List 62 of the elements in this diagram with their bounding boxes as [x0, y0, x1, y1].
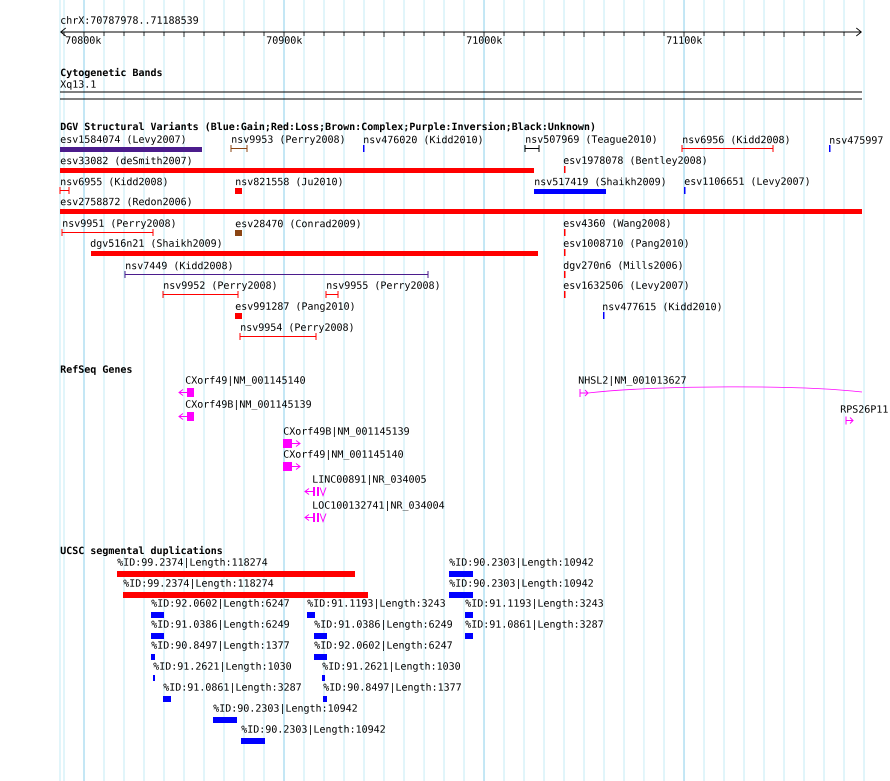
feature-label: nsv9951 (Perry2008) [63, 219, 174, 229]
feature-label: esv4360 (Wang2008) [564, 219, 670, 229]
feature-label: CXorf49B|NM_001145139 [284, 427, 409, 437]
feature-label: RPS26P11 [840, 405, 888, 413]
feature-label: %ID:92.0602|Length:6247 [314, 641, 452, 651]
feature-label: %ID:91.0861|Length:3287 [163, 683, 301, 693]
feature-label: esv1632506 (Levy2007) [564, 281, 688, 291]
feature-label: esv1584074 (Levy2007) [60, 135, 185, 145]
track-heading: Cytogenetic Bands [60, 68, 162, 78]
tick-label: 71000k [466, 36, 502, 44]
band-label: Xq13.1 [60, 80, 96, 90]
feature-label: nsv507969 (Teague2010) [526, 135, 656, 145]
feature-label: dgv270n6 (Mills2006) [564, 261, 682, 271]
track-heading: DGV Structural Variants (Blue:Gain;Red:Loss;Brown:Complex;Purple:Inversion;Black:Unknown) [60, 122, 594, 132]
feature-label: %ID:90.2303|Length:10942 [213, 704, 357, 714]
feature-label: nsv6956 (Kidd2008) [683, 136, 788, 144]
feature-label: nsv475997 [830, 136, 883, 144]
feature-label: nsv9954 (Perry2008) [241, 323, 352, 333]
feature-label: esv1106651 (Levy2007) [684, 177, 809, 187]
feature-label: CXorf49|NM_001145140 [186, 376, 305, 386]
feature-label: nsv9952 (Perry2008) [164, 281, 276, 291]
feature-label: %ID:90.8497|Length:1377 [323, 683, 461, 693]
feature-label: nsv7449 (Kidd2008) [126, 262, 232, 270]
track-heading: RefSeq Genes [60, 365, 132, 375]
chromosome-position: chrX:70787978..71188539 [61, 16, 198, 24]
feature-label: %ID:99.2374|Length:118274 [117, 558, 268, 568]
feature-label: nsv821558 (Ju2010) [236, 178, 342, 186]
feature-label: %ID:99.2374|Length:118274 [123, 579, 274, 589]
feature-label: esv28470 (Conrad2009) [236, 220, 360, 228]
feature-label: nsv517419 (Shaikh2009) [535, 178, 665, 186]
feature-label: %ID:90.8497|Length:1377 [151, 641, 289, 651]
feature-label: %ID:90.2303|Length:10942 [241, 725, 385, 735]
feature-label: nsv477615 (Kidd2010) [603, 302, 721, 312]
feature-label: nsv9953 (Perry2008) [232, 135, 344, 145]
feature-label: %ID:92.0602|Length:6247 [151, 599, 289, 609]
feature-label: %ID:91.1193|Length:3243 [465, 599, 603, 609]
feature-label: %ID:91.0386|Length:6249 [314, 620, 452, 630]
tick-label: 71100k [666, 36, 702, 44]
feature-label: %ID:91.0386|Length:6249 [151, 620, 289, 630]
feature-label: NHSL2|NM_001013627 [578, 376, 686, 386]
feature-label: %ID:90.2303|Length:10942 [449, 558, 593, 568]
feature-label: %ID:91.2621|Length:1030 [322, 662, 460, 672]
feature-label: nsv9955 (Perry2008) [327, 281, 438, 291]
feature-label: esv991287 (Pang2010) [236, 302, 354, 312]
feature-label: dgv516n21 (Shaikh2009) [90, 239, 221, 249]
feature-label: %ID:91.0861|Length:3287 [465, 620, 603, 630]
feature-label: CXorf49|NM_001145140 [284, 450, 403, 460]
track-heading: UCSC segmental duplications [60, 546, 222, 556]
feature-label: nsv6955 (Kidd2008) [61, 178, 166, 186]
feature-label: esv1978078 (Bentley2008) [564, 156, 706, 166]
feature-label: esv33082 (deSmith2007) [60, 156, 191, 166]
feature-label: LINC00891|NR_034005 [313, 475, 426, 485]
tick-label: 70800k [66, 36, 102, 44]
feature-label: esv1008710 (Pang2010) [564, 239, 688, 249]
feature-label: %ID:90.2303|Length:10942 [449, 579, 593, 589]
feature-label: %ID:91.2621|Length:1030 [153, 662, 292, 672]
tick-label: 70900k [266, 36, 302, 44]
feature-label: CXorf49B|NM_001145139 [186, 400, 311, 410]
feature-label: %ID:91.1193|Length:3243 [307, 599, 445, 609]
feature-label: nsv476020 (Kidd2010) [364, 136, 482, 144]
feature-label: LOC100132741|NR_034004 [313, 501, 444, 511]
feature-label: esv2758872 (Redon2006) [60, 198, 191, 206]
